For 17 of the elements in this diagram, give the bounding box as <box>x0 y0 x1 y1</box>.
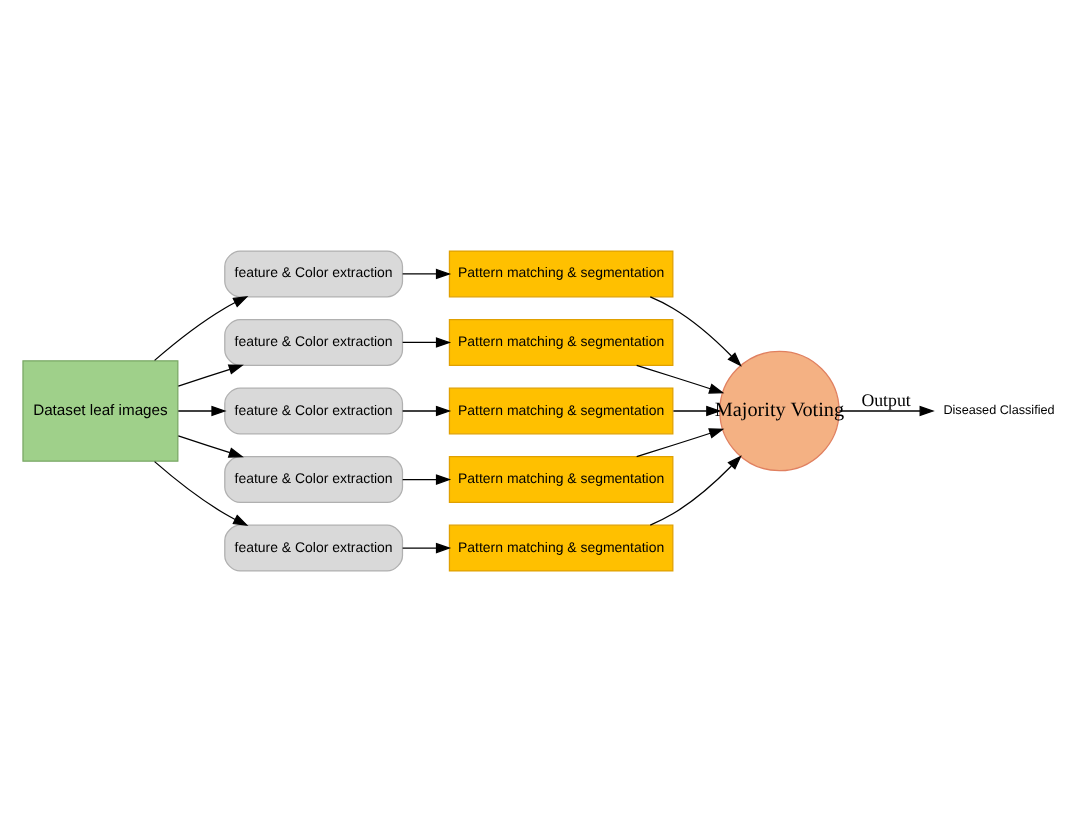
arrow <box>402 541 452 553</box>
arrow <box>153 295 249 360</box>
arrow <box>636 363 725 393</box>
arrow <box>649 454 742 525</box>
arrow <box>402 404 452 416</box>
arrow <box>177 434 244 457</box>
arrow <box>402 473 452 484</box>
arrow <box>838 404 935 416</box>
arrow <box>636 427 725 457</box>
arrow <box>649 295 742 366</box>
arrow <box>153 460 249 525</box>
arrow <box>177 404 227 416</box>
arrow <box>177 363 244 386</box>
arrow <box>672 404 722 416</box>
edge-label: Output <box>861 389 911 410</box>
arrow <box>402 336 452 347</box>
arrow <box>402 267 452 279</box>
